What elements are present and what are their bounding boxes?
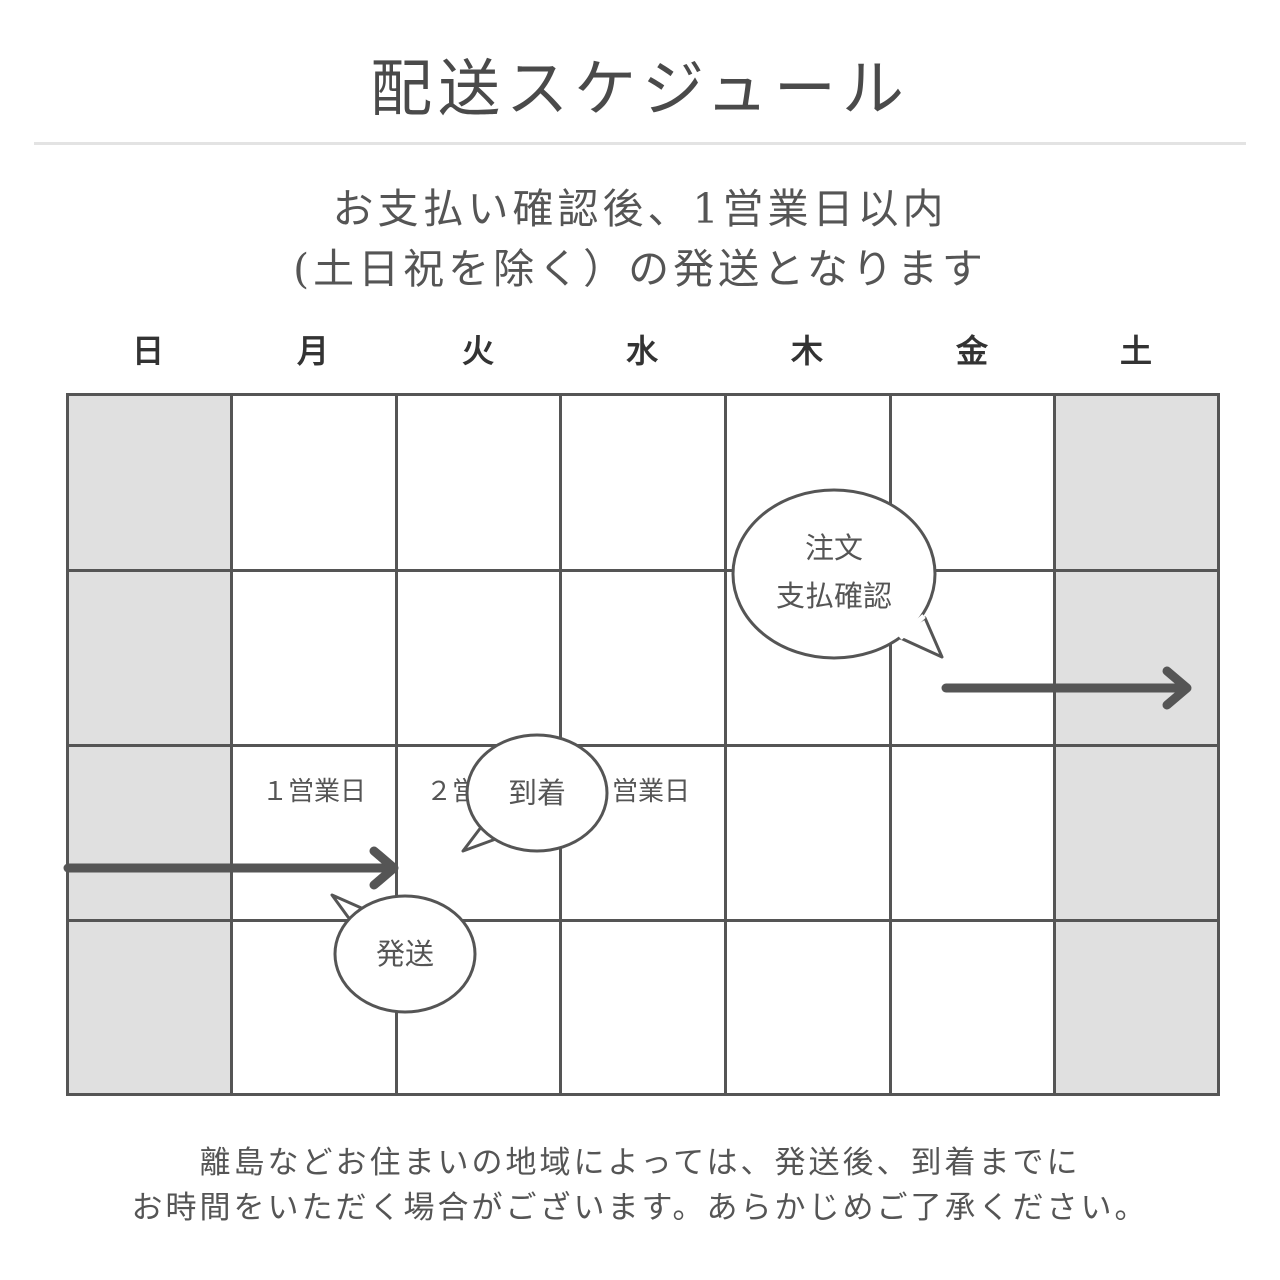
bubble-arrival [461, 733, 609, 853]
bubble-arrival-text: 到着 [507, 776, 566, 810]
weekday-wed: 水 [625, 332, 658, 370]
weekday-mon: 月 [296, 332, 329, 370]
weekday-tue: 火 [461, 332, 494, 370]
bubble-order-line-2: 支払確認 [775, 579, 892, 613]
business-day-3-label: 営業日 [612, 777, 691, 807]
bubble-order-text: 注文 支払確認 [744, 524, 924, 620]
title-divider [34, 142, 1246, 145]
note-line-2: お時間をいただく場合がございます。あらかじめご了承ください。 [131, 1190, 1149, 1226]
weekday-thu: 木 [790, 332, 823, 370]
bubble-order-line-1: 注文 [804, 531, 863, 565]
arrow-sunday-to-monday [63, 846, 399, 890]
bubble-order [731, 488, 944, 660]
grid-line [66, 569, 1220, 572]
calendar-grid [66, 393, 1220, 1096]
business-day-1-label: １営業日 [262, 777, 367, 807]
grid-line [66, 744, 1220, 747]
weekday-sat: 土 [1119, 332, 1152, 370]
weekday-fri: 金 [955, 332, 988, 370]
grid-line [66, 1093, 1220, 1096]
bubble-ship [330, 893, 477, 1014]
subtitle-line-1: お支払い確認後、1営業日以内 [332, 185, 948, 233]
subtitle-line-2: (土日祝を除く）の発送となります [293, 245, 987, 293]
grid-line [66, 393, 1220, 396]
bubble-ship-text: 発送 [375, 937, 434, 971]
weekday-sun: 日 [131, 332, 164, 370]
note-line-1: 離島などお住まいの地域によっては、発送後、到着までに [199, 1145, 1081, 1181]
page-title: 配送スケジュール [370, 52, 910, 125]
arrow-friday-to-saturday [941, 666, 1192, 710]
grid-line [66, 919, 1220, 922]
